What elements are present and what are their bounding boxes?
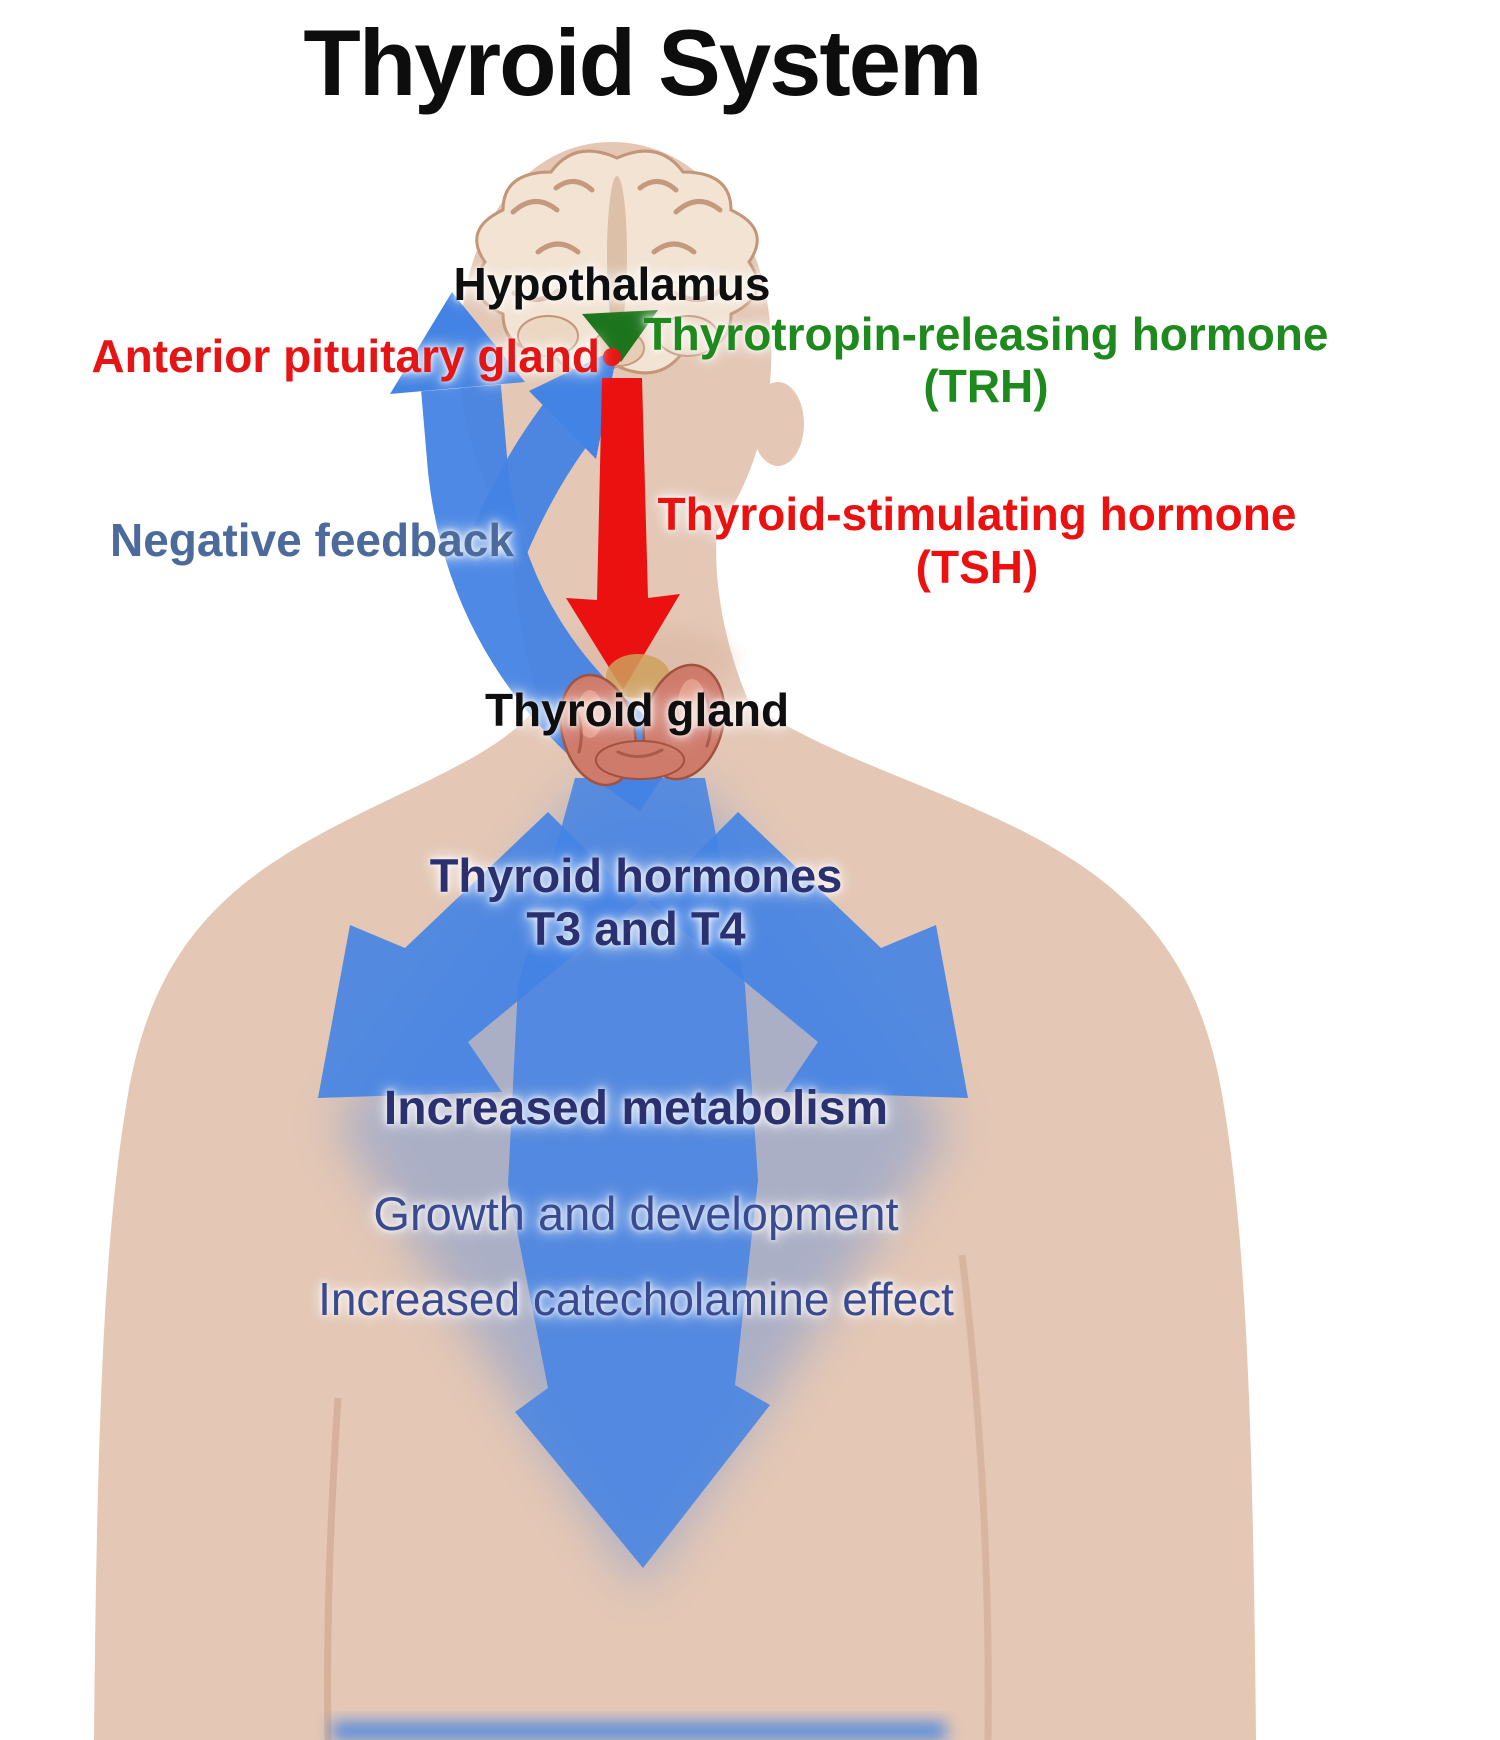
- label-trh-line2: (TRH): [923, 360, 1049, 412]
- label-growth-and-development: Growth and development: [373, 1187, 899, 1240]
- brain-left-temporal-lobe: [517, 315, 579, 357]
- left-arm-crease: [323, 1397, 342, 1740]
- tsh-arrow: [566, 378, 680, 690]
- thyroid-texture: [570, 698, 583, 754]
- feedback-arrowhead-pituitary: [529, 348, 618, 459]
- thyroid-hormone-arrows: [318, 778, 968, 1740]
- label-tsh-line1: Thyroid-stimulating hormone: [657, 488, 1297, 540]
- brain-fold: [637, 179, 679, 193]
- label-hypothalamus: Hypothalamus: [453, 258, 771, 310]
- label-anterior-pituitary-gland: Anterior pituitary gland: [91, 330, 600, 382]
- negative-feedback-arrow: [390, 292, 685, 812]
- feedback-arrowhead-up: [390, 292, 525, 394]
- thyroid-texture: [702, 690, 713, 748]
- brain-fold: [535, 241, 581, 255]
- brain-right-temporal-lobe: [657, 315, 719, 357]
- page-title: Thyroid System: [303, 10, 982, 115]
- thyroid-isthmus: [595, 740, 685, 780]
- brain-fold: [510, 199, 560, 215]
- pituitary-dot: [603, 348, 621, 366]
- bottom-arrow-band: [332, 1722, 946, 1740]
- label-increased-metabolism: Increased metabolism: [383, 1082, 889, 1135]
- label-thyroid-gland: Thyroid gland: [484, 684, 790, 736]
- hormone-arrow-left: [318, 812, 638, 1098]
- label-trh-line1: Thyrotropin-releasing hormone: [643, 308, 1329, 360]
- label-thyroid-hormones-line1: Thyroid hormones: [429, 849, 843, 902]
- right-ear: [752, 382, 804, 466]
- thyroid-gland-butterfly: [559, 654, 726, 787]
- brain-fold: [651, 241, 697, 255]
- hormone-arrow-center: [508, 778, 770, 1568]
- larynx: [606, 654, 670, 698]
- label-increased-catecholamine-effect: Increased catecholamine effect: [318, 1273, 954, 1325]
- thyroid-highlight: [577, 690, 603, 738]
- thyroid-texture: [616, 748, 664, 758]
- label-tsh-line2: (TSH): [915, 541, 1039, 593]
- brain-fold: [673, 199, 723, 215]
- brain-cross-section: [475, 149, 759, 375]
- brain-fold: [672, 288, 722, 302]
- label-thyroid-hormones-line2: T3 and T4: [526, 902, 746, 955]
- right-arm-crease: [958, 1254, 992, 1740]
- thyroid-highlight: [678, 679, 706, 729]
- brain-fold: [553, 179, 595, 193]
- trh-funnel: [582, 310, 658, 362]
- brain-fold: [511, 288, 561, 302]
- brain-midline-gap: [607, 176, 627, 336]
- hormone-arrow-right: [648, 812, 968, 1098]
- label-negative-feedback: Negative feedback: [110, 514, 514, 566]
